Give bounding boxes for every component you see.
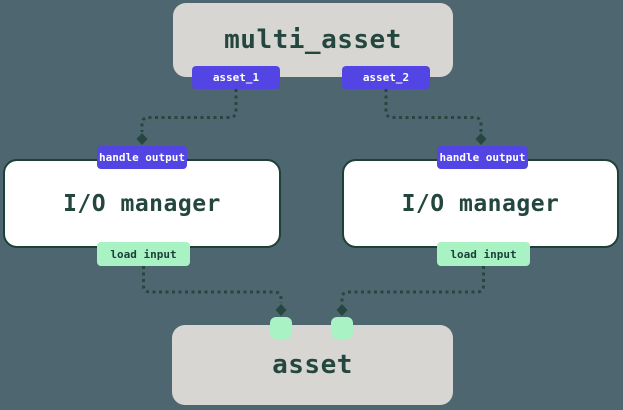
arrow-right-io-to-asset: [340, 266, 485, 303]
io-manager-node-left: I/O manager: [3, 159, 281, 248]
arrow-asset1-to-left-io: [140, 89, 238, 132]
load-input-tag-right: load input: [437, 242, 530, 266]
asset-input-port-right: [331, 317, 353, 339]
handle-output-tag-left: handle output: [97, 146, 187, 169]
multi-asset-node: multi_asset: [173, 3, 453, 77]
multi-asset-label: multi_asset: [224, 25, 402, 55]
io-manager-node-right: I/O manager: [342, 159, 619, 248]
output-tag-asset-2: asset_2: [342, 66, 430, 89]
arrowhead-diamond-left-asset: [275, 304, 287, 316]
asset-input-port-left: [270, 317, 292, 339]
load-input-tag-left: load input: [97, 242, 190, 266]
arrow-left-io-to-asset: [142, 266, 283, 303]
arrowhead-diamond-right-asset: [336, 304, 348, 316]
arrowhead-diamond-left-io: [136, 133, 148, 145]
asset-label: asset: [272, 350, 353, 380]
io-manager-label-right: I/O manager: [401, 190, 560, 217]
handle-output-tag-right: handle output: [437, 146, 528, 169]
io-manager-label-left: I/O manager: [63, 190, 221, 217]
arrow-asset2-to-right-io: [384, 89, 483, 132]
arrowhead-diamond-right-io: [475, 133, 487, 145]
asset-node: asset: [172, 325, 453, 405]
output-tag-asset-1: asset_1: [192, 66, 280, 89]
